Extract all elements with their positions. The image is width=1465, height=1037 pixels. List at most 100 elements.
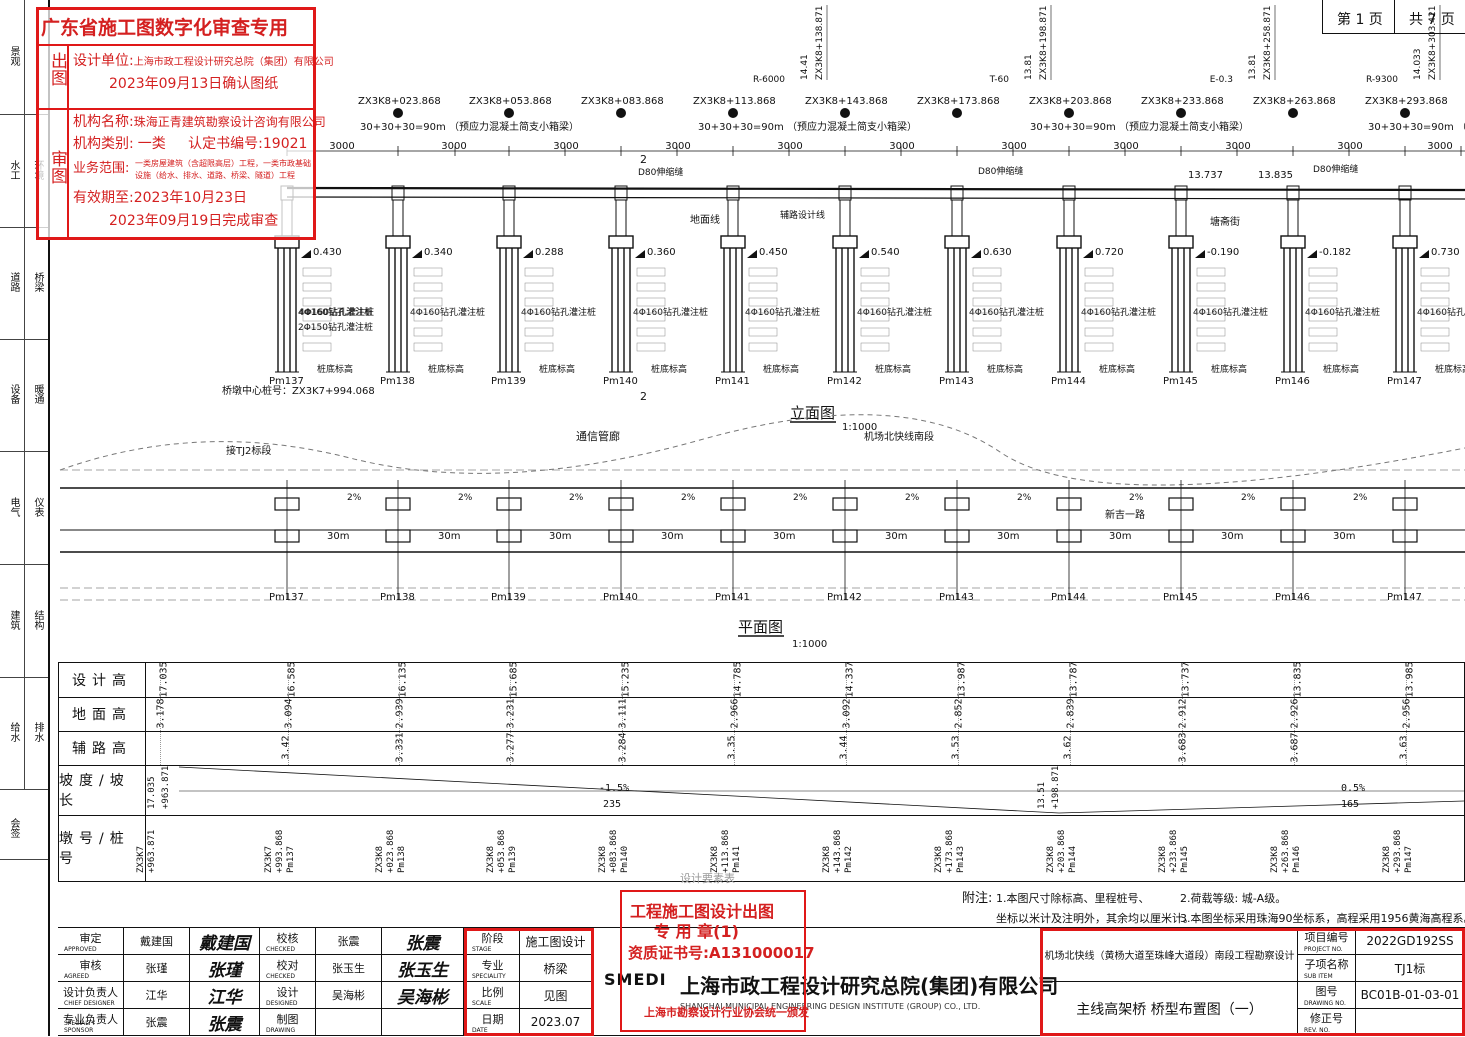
soil-layer-box bbox=[302, 312, 332, 322]
design-unit: 上海市政工程设计研究总院（集团）有限公司 bbox=[133, 57, 334, 68]
title-block-en-label: SCALE bbox=[472, 1000, 492, 1007]
company-logo: SMEDI bbox=[604, 970, 667, 989]
info-value-text: BC01B-01-03-01 bbox=[1360, 988, 1460, 1002]
pile-cap bbox=[1392, 235, 1418, 249]
plan-slope-label: 2% bbox=[1129, 493, 1144, 503]
soil-layer-box bbox=[860, 282, 890, 292]
curve-mark-radius: R-6000 bbox=[753, 75, 785, 85]
elevation-pier-label: Pm138 bbox=[380, 376, 415, 387]
plan-slope-label: 2% bbox=[1241, 493, 1256, 503]
grade-mid-stake: +198.871 bbox=[1051, 765, 1061, 809]
stamp-side-review: 审图 bbox=[47, 150, 67, 184]
plan-slope-label: 2% bbox=[1353, 493, 1368, 503]
span-dimension: 3000 bbox=[553, 141, 578, 152]
tb-signature-text: 张震 bbox=[207, 1014, 242, 1035]
stake-prefix: ZX3K8 bbox=[598, 845, 608, 873]
column-guide bbox=[958, 663, 959, 765]
level-triangle-icon bbox=[635, 250, 645, 258]
pile-bottom-note: 桩底标高 bbox=[763, 363, 799, 375]
plan-slope-label: 2% bbox=[569, 493, 584, 503]
plan-span-label: 30m bbox=[438, 531, 460, 542]
level-mark: -0.190 bbox=[1207, 247, 1239, 258]
title-block-en-label: STAGE bbox=[472, 946, 492, 953]
tb-role-name-text: 张震 bbox=[145, 1016, 168, 1029]
expansion-joint-label: D80伸缩缝 bbox=[978, 165, 1023, 177]
tb-signature: 张震 bbox=[382, 928, 464, 955]
pier-stake-label: ZX3K8+113.868 bbox=[693, 96, 776, 107]
profile-value: 3.687 bbox=[1289, 732, 1301, 763]
plan-span-label: 30m bbox=[327, 531, 349, 542]
curve-mark-elev: 14.41 bbox=[800, 54, 810, 80]
note-4: 3.本图坐标采用珠海90坐标系，高程采用1956黄海高程系。 bbox=[1180, 912, 1465, 925]
elevation-pier-label: Pm142 bbox=[827, 376, 862, 387]
plan-pier-label: Pm140 bbox=[603, 592, 638, 603]
pile-cap bbox=[608, 235, 634, 249]
column-guide bbox=[1294, 663, 1295, 765]
soil-layer-box bbox=[860, 312, 890, 322]
stake-chainage: +203.868 bbox=[1057, 829, 1067, 873]
column-guide bbox=[846, 663, 847, 765]
tb-signature-text: 张玉生 bbox=[397, 960, 448, 981]
pier-column bbox=[1287, 199, 1299, 237]
pier-center-stake: 桥墩中心桩号：ZX3K7+994.068 bbox=[222, 384, 375, 397]
plan-slope-label: 2% bbox=[458, 493, 473, 503]
stake-pier: Pm142 bbox=[844, 845, 854, 873]
section-tag: 2 bbox=[640, 153, 647, 166]
stake-pier: Pm140 bbox=[620, 845, 630, 873]
soil-layer-box bbox=[972, 282, 1002, 292]
profile-row-label: 坡度/坡长 bbox=[59, 765, 146, 815]
plan-span-label: 30m bbox=[661, 531, 683, 542]
plan-span-label: 30m bbox=[773, 531, 795, 542]
level-mark: 0.288 bbox=[535, 247, 564, 258]
pile-bottom-note: 桩底标高 bbox=[539, 363, 575, 375]
title-block-en-label: SPECIALITY bbox=[472, 973, 506, 980]
pile-note: 4Φ160钻孔灌注桩 bbox=[410, 306, 485, 318]
pier-column bbox=[839, 199, 851, 237]
curve-mark-radius: T-60 bbox=[989, 75, 1010, 85]
tb-role-label-text: 设计 bbox=[276, 986, 299, 999]
span-dimension: 3000 bbox=[329, 141, 354, 152]
tb-mid-label-text: 日期 bbox=[481, 1013, 504, 1026]
notes-head: 附注: bbox=[962, 891, 993, 906]
pile-cap bbox=[1280, 235, 1306, 249]
soil-layer-box bbox=[636, 327, 666, 337]
soil-layer-box bbox=[1420, 297, 1450, 307]
soil-layer-box bbox=[1308, 312, 1338, 322]
pier-stake-label: ZX3K8+053.868 bbox=[469, 96, 552, 107]
bridge-deck-bottom bbox=[286, 196, 1465, 200]
soil-layer-box bbox=[1196, 342, 1226, 352]
stake-pier: Pm146 bbox=[1292, 845, 1302, 873]
profile-value: 3.178 bbox=[155, 698, 167, 729]
note-3: 坐标以米计及注明外，其余均以厘米计。 bbox=[996, 912, 1194, 925]
ground-line bbox=[59, 414, 1465, 486]
soil-layer-box bbox=[1308, 297, 1338, 307]
soil-layer-box bbox=[636, 282, 666, 292]
elevation-pier-label: Pm147 bbox=[1387, 376, 1422, 387]
soil-layer-box bbox=[1420, 267, 1450, 277]
level-triangle-icon bbox=[301, 250, 311, 258]
span-dimension: 3000 bbox=[1001, 141, 1026, 152]
pier-marker-icon bbox=[1064, 108, 1074, 118]
tb-signature: 张玉生 bbox=[382, 955, 464, 982]
tb-role-name: 吴海彬 bbox=[316, 982, 382, 1009]
tb-role-name-text: 戴建国 bbox=[140, 935, 173, 948]
tb-role-label-text: 校对 bbox=[276, 959, 299, 972]
plan-slope-label: 2% bbox=[905, 493, 920, 503]
soil-layer-box bbox=[1196, 267, 1226, 277]
signoff-label-a: 会签 bbox=[8, 817, 19, 838]
profile-value: 3.284 bbox=[617, 732, 629, 763]
tb-signature-text: 张瑾 bbox=[207, 960, 242, 981]
tb-signature-text: 江华 bbox=[207, 987, 242, 1008]
span-note: 30+30+30=90m （预应力混凝土简支小箱梁） bbox=[1030, 120, 1249, 133]
info-label-text: 子项名称 bbox=[1304, 958, 1349, 971]
elevation-scale: 1:1000 bbox=[842, 422, 877, 433]
bridge-deck-top bbox=[286, 186, 1465, 192]
tb-role-label-text: 专业负责人 bbox=[63, 1013, 118, 1026]
org-type: 一类 bbox=[137, 136, 166, 152]
soil-layer-box bbox=[1084, 282, 1114, 292]
soil-layer-box bbox=[302, 342, 332, 352]
level-triangle-icon bbox=[523, 250, 533, 258]
stake-pier: Pm145 bbox=[1180, 845, 1190, 873]
